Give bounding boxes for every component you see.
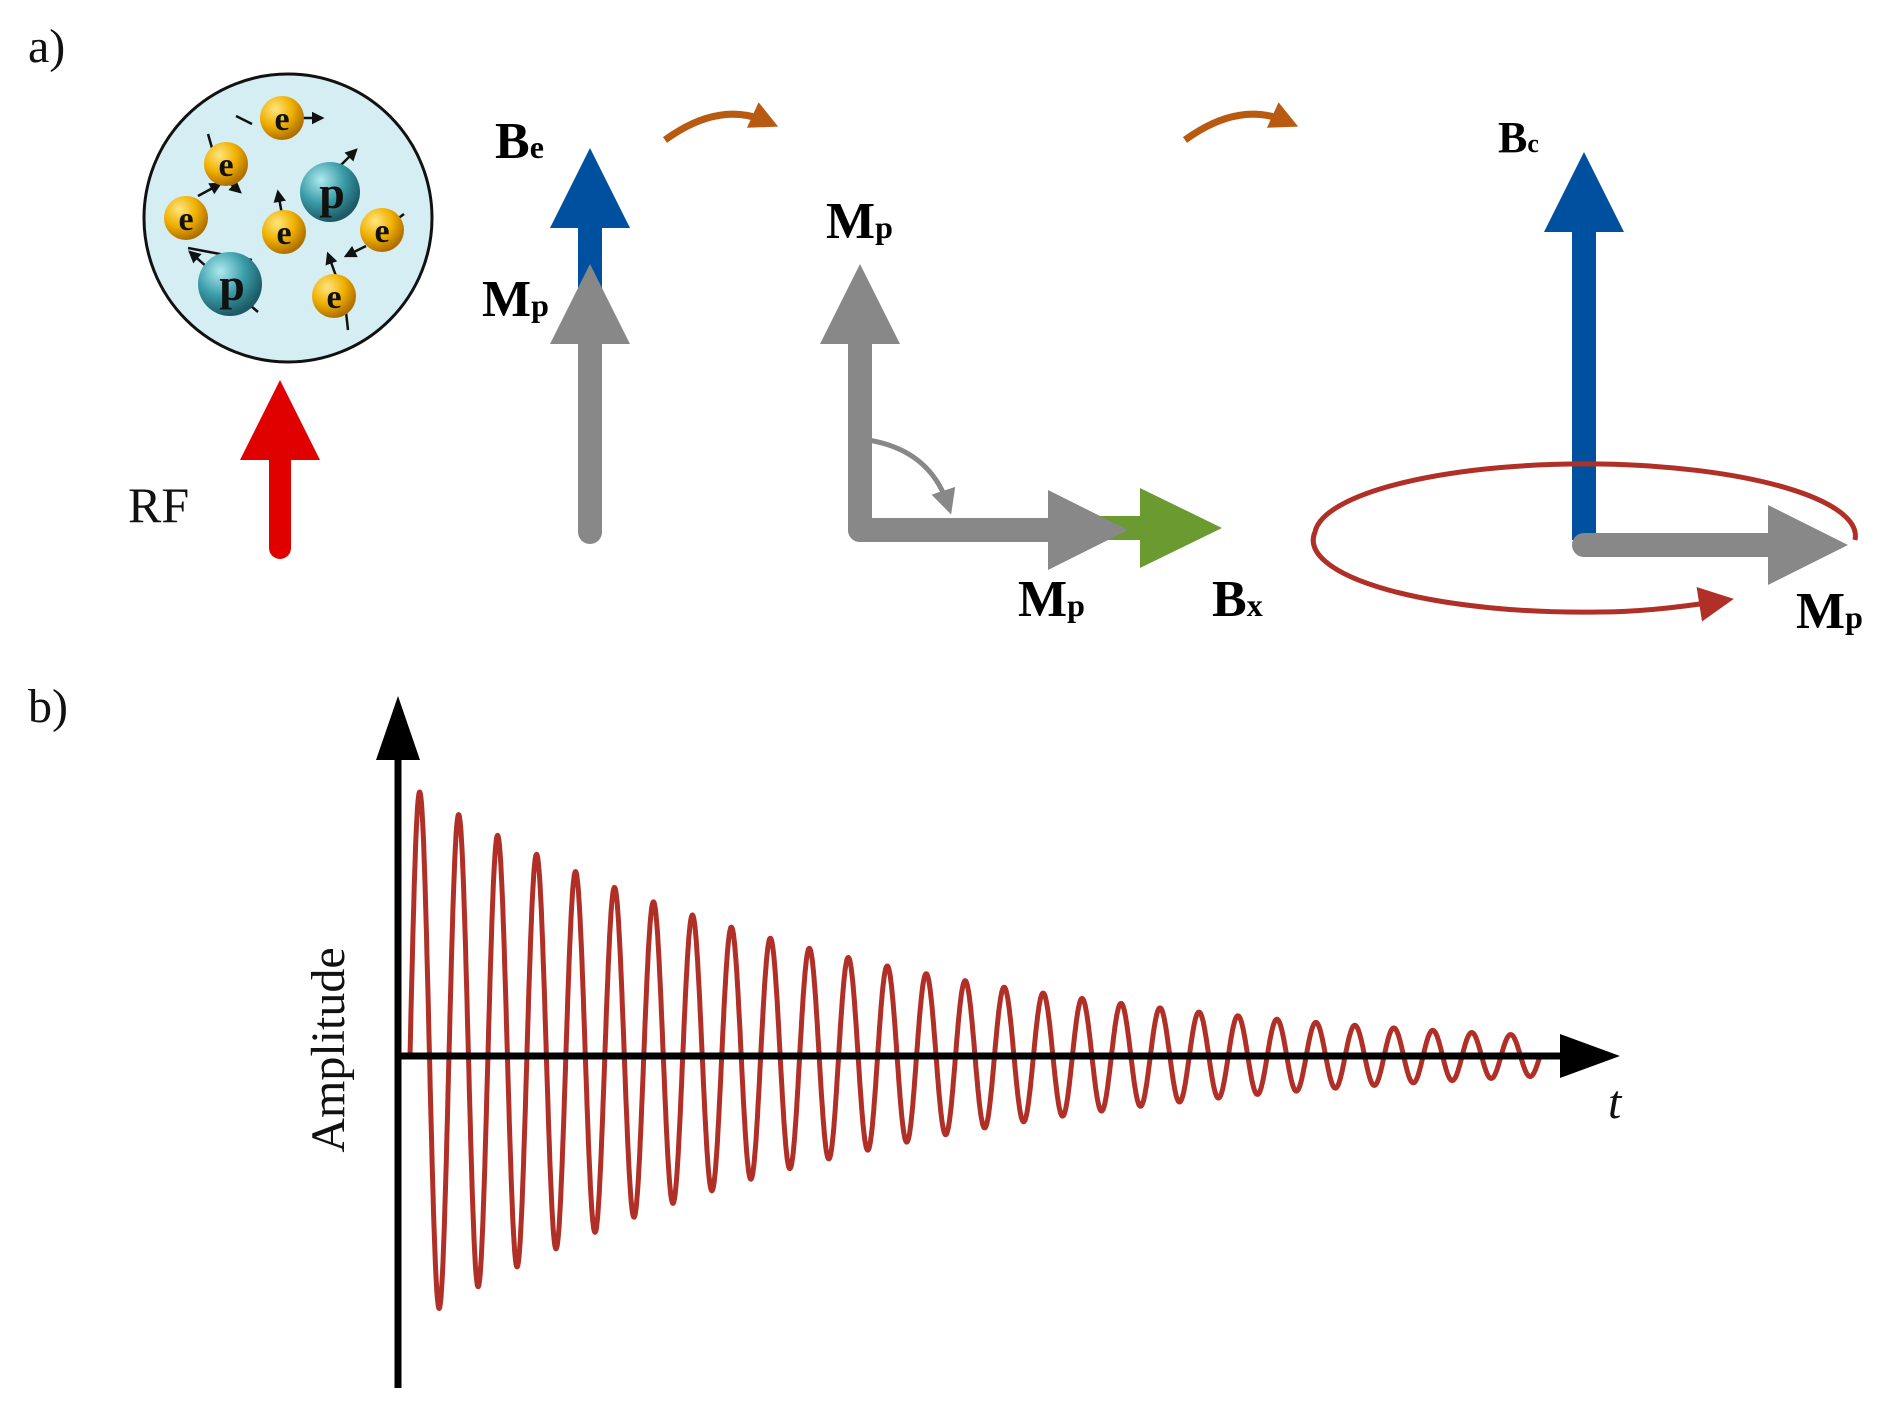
m-p-label-initial: Mp [482,271,549,328]
svg-text:e: e [178,201,193,238]
svg-text:p: p [319,167,345,218]
b-c-label: Bc [1498,113,1539,162]
x-axis-label: t [1608,1076,1623,1129]
m-p-arrow-initial [550,264,630,544]
electron: e [164,196,208,240]
electron: e [260,96,304,140]
m-p-label-precessing: Mp [1796,583,1863,640]
y-axis-arrowhead [376,696,420,760]
svg-text:e: e [374,213,389,250]
electron: e [262,210,306,254]
m-p-arrow-precessing [1572,505,1848,585]
rf-arrow [240,380,320,559]
proton: p [300,162,360,222]
svg-text:e: e [326,279,341,316]
transition-arrow-1 [662,102,779,143]
proton: p [198,252,262,316]
x-axis-arrowhead [1560,1034,1620,1078]
rf-label: RF [128,477,189,533]
particle-cell: e e e e e e p p [142,72,434,364]
electron: e [360,208,404,252]
rotation-angle-arrow [867,437,956,515]
electron: e [204,142,248,186]
panel-b-label: b) [28,680,68,733]
panel-a-label: a) [28,20,65,73]
svg-text:e: e [274,101,289,138]
svg-text:p: p [219,259,245,310]
svg-text:e: e [276,215,291,252]
precession-orbit [1310,461,1858,622]
fid-plot: Amplitude t [302,696,1623,1388]
b-x-label: Bx [1212,571,1263,628]
y-axis-label: Amplitude [302,947,355,1152]
m-p-arrow-flipped [848,490,1128,570]
m-p-label-flipped: Mp [1018,571,1085,628]
b-c-arrow [1544,152,1624,540]
b-e-label: Be [495,113,544,170]
transition-arrow-2 [1182,102,1299,143]
electron: e [312,274,356,318]
svg-text:e: e [218,147,233,184]
m-p-arrow-vertical [820,264,900,542]
fid-signal-curve [407,789,1543,1311]
m-p-label-vertical: Mp [826,193,893,250]
